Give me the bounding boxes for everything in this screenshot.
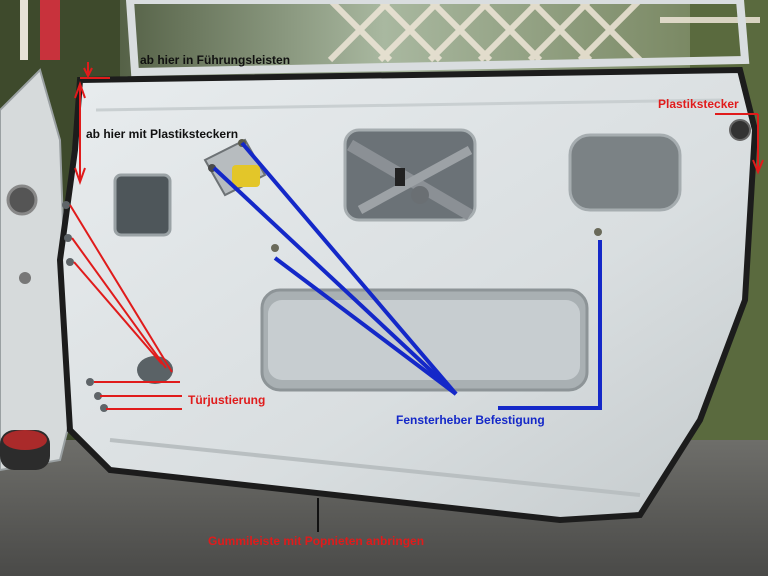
door-openings — [113, 128, 682, 392]
label-door-adjustment: Türjustierung — [188, 393, 266, 407]
door-edge-holes — [62, 201, 108, 412]
label-plastic-plug: Plastikstecker — [658, 97, 739, 111]
car-body-left — [0, 68, 72, 472]
window-regulator — [346, 139, 474, 221]
door-panel — [56, 0, 759, 524]
label-rubber-strip: Gummileiste mit Popnieten anbringen — [208, 534, 425, 548]
fence-lattice — [327, 0, 760, 63]
plastic-plug-hole — [729, 119, 751, 141]
label-plastic-plugs-from-here: ab hier mit Plastiksteckern — [86, 127, 239, 141]
red-posts — [20, 0, 60, 60]
label-window-lifter-mount: Fensterheber Befestigung — [396, 413, 545, 427]
red-annotation-lines — [69, 62, 764, 410]
blue-annotation-lines — [212, 141, 602, 410]
label-guide-rails: ab hier in Führungsleisten — [140, 53, 291, 67]
